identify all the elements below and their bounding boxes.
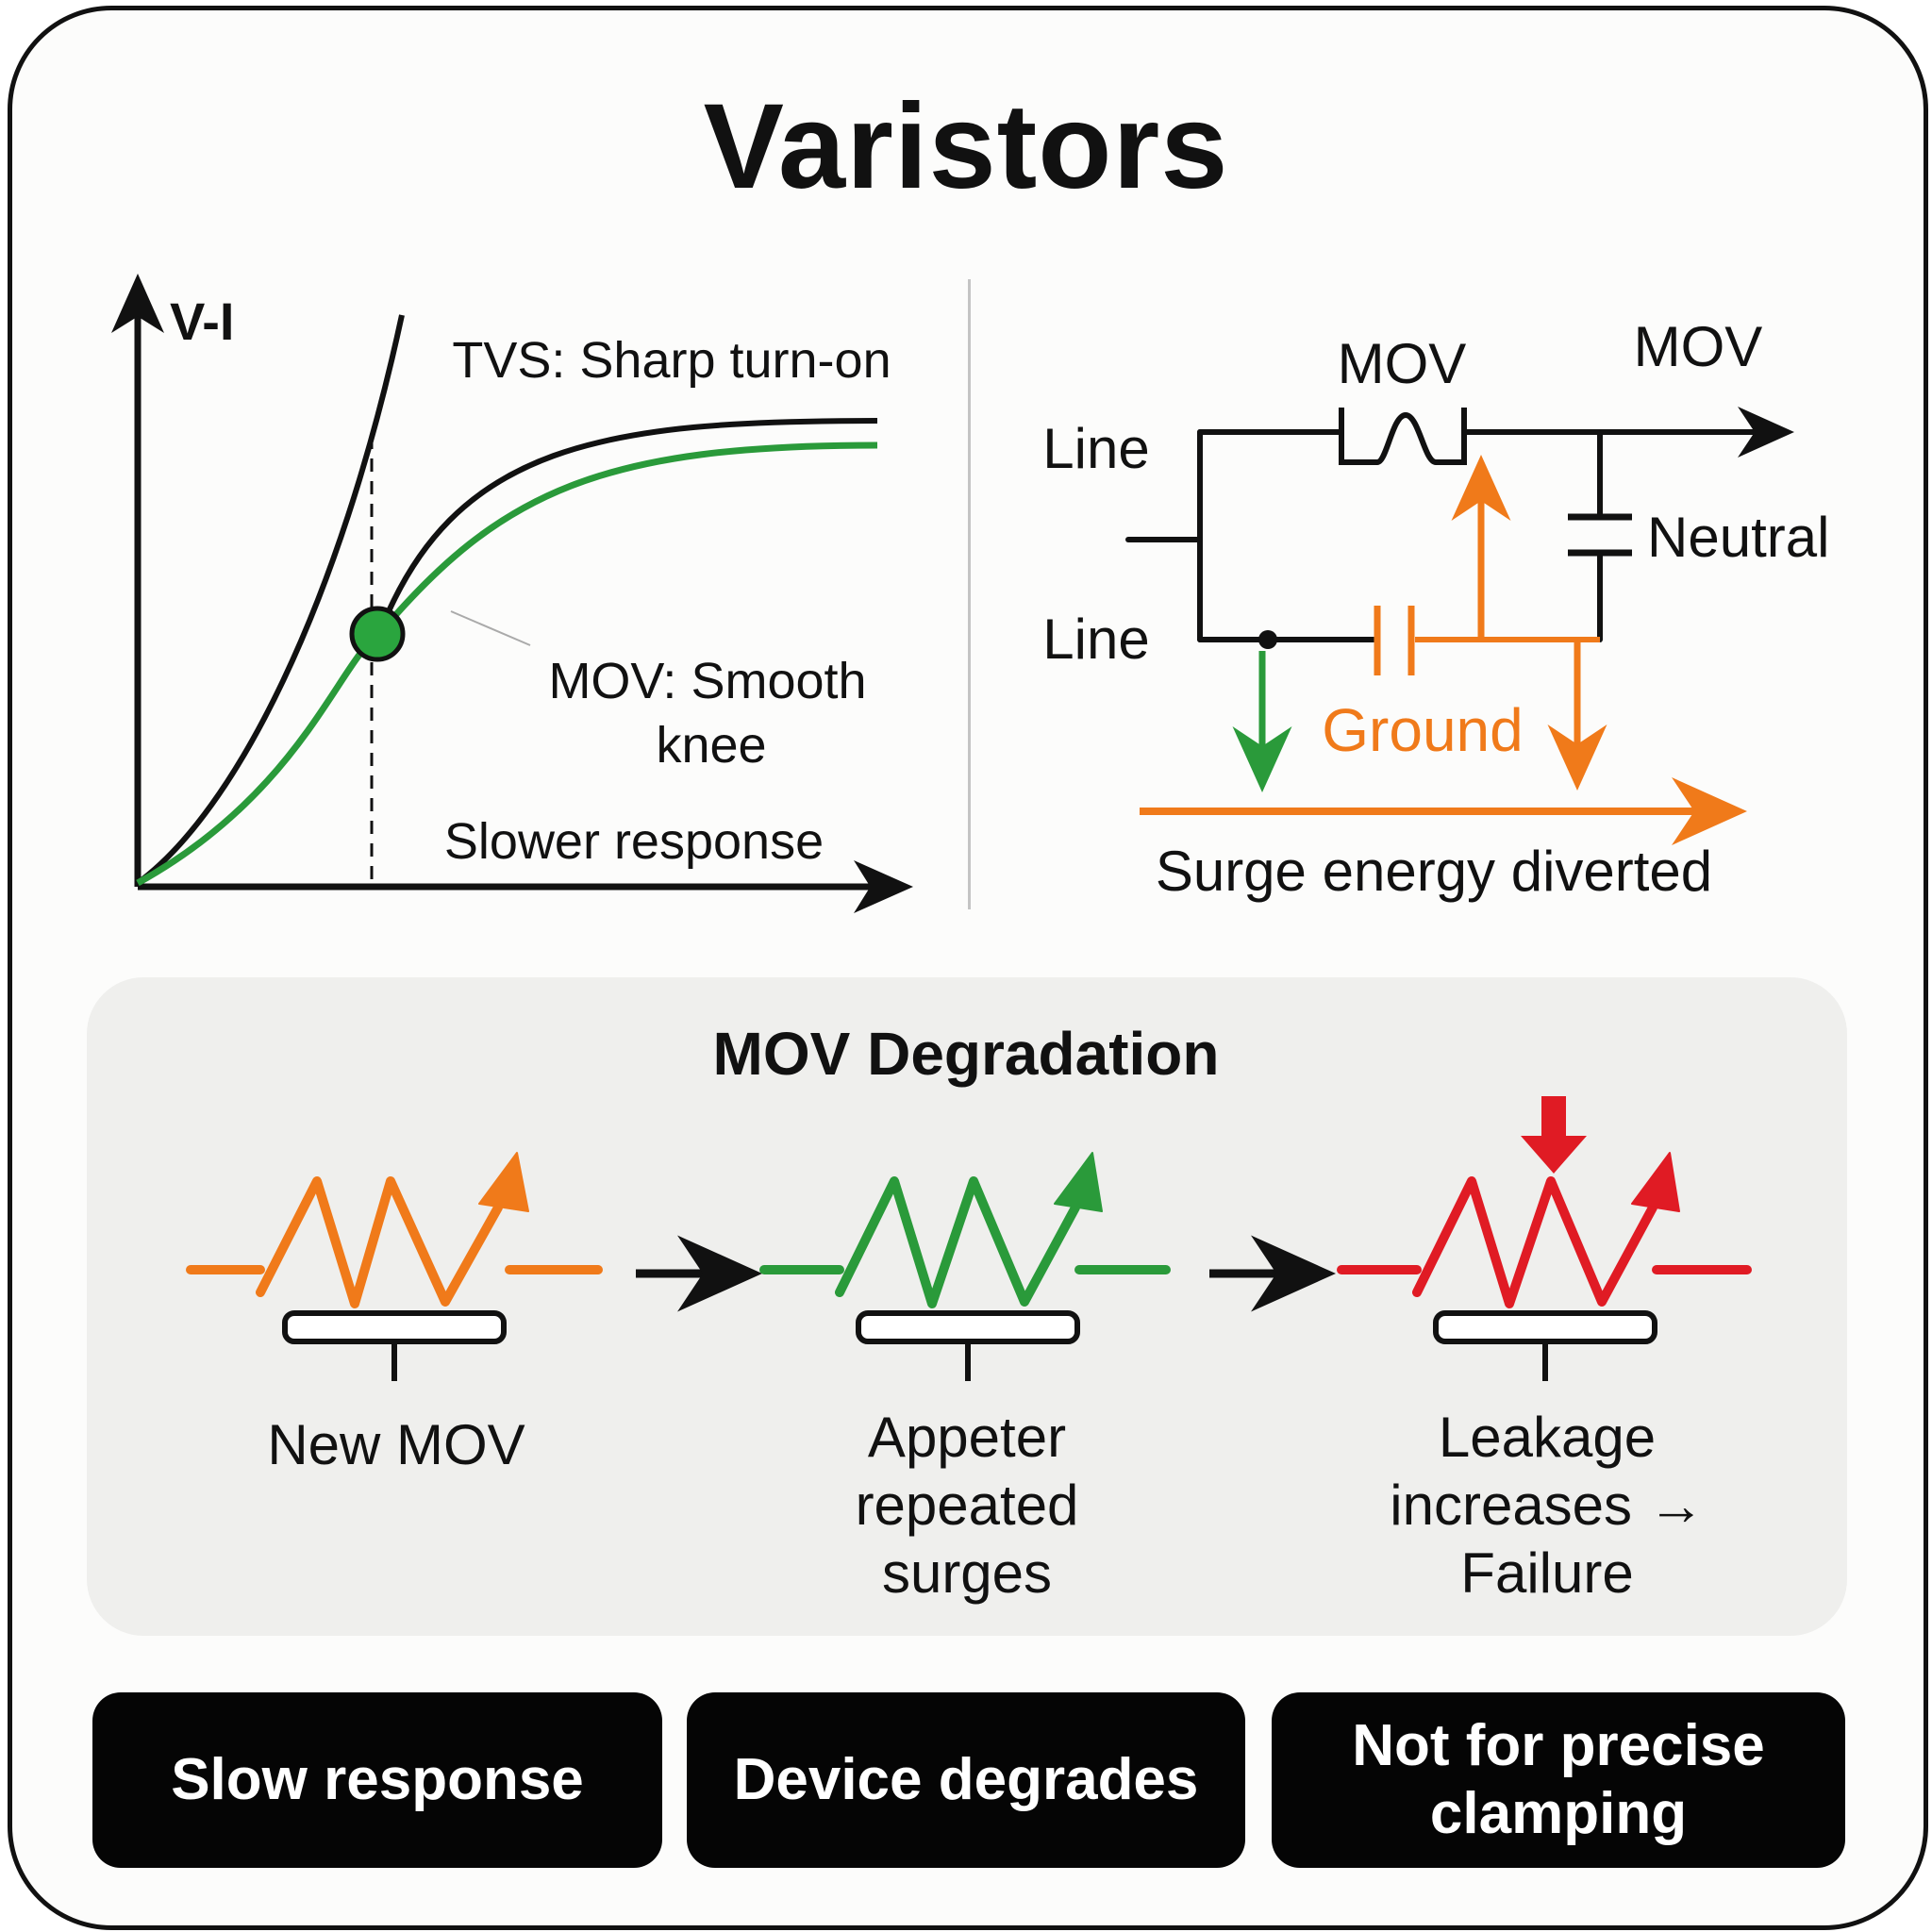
mov-callout-line xyxy=(450,610,531,646)
not-for-precise-clamping-button[interactable]: Not for precise clamping xyxy=(1272,1692,1845,1868)
slow-response-button[interactable]: Slow response xyxy=(92,1692,662,1868)
tvs-curve xyxy=(376,418,878,636)
mov-top-label: MOV xyxy=(1338,332,1467,395)
failure-down-arrow xyxy=(1521,1096,1587,1174)
mov-label-line2: knee xyxy=(656,717,766,774)
section-divider xyxy=(968,279,971,909)
degradation-panel xyxy=(87,977,1847,1636)
knee-point xyxy=(349,606,406,662)
ground-label: Ground xyxy=(1322,696,1523,764)
tvs-label: TVS: Sharp turn-on xyxy=(452,332,891,389)
tvs-steep-curve xyxy=(136,314,405,886)
vi-axis-label: V-I xyxy=(170,291,234,351)
failing-mov-symbol xyxy=(1337,1152,1752,1308)
device-degrades-button[interactable]: Device degrades xyxy=(687,1692,1245,1868)
stage-label-repeated-surges: Appeter repeated surges xyxy=(855,1406,1079,1605)
repeated-surges-plate xyxy=(856,1310,1080,1344)
stage-label-new-mov: New MOV xyxy=(267,1413,525,1476)
page-title: Varistors xyxy=(703,79,1229,214)
line-label-bottom: Line xyxy=(1042,608,1149,671)
repeated-surges-mov-symbol xyxy=(759,1152,1171,1308)
surge-circuit: MOV MOV Line Line Neutral Ground Surge e… xyxy=(1042,315,1829,903)
vi-chart: V-I TVS: Sharp turn-on MOV: Smooth knee … xyxy=(111,274,913,913)
stage-label-failure: Leakage increases → Failure xyxy=(1390,1406,1705,1605)
neutral-label: Neutral xyxy=(1647,506,1829,569)
degradation-stages xyxy=(186,1096,1752,1381)
new-mov-plate xyxy=(282,1310,507,1344)
degradation-title: MOV Degradation xyxy=(712,1020,1220,1088)
line-label-top: Line xyxy=(1042,417,1149,480)
failing-mov-plate xyxy=(1433,1310,1657,1344)
surge-energy-label: Surge energy diverted xyxy=(1156,840,1712,903)
mov-symbol xyxy=(1339,408,1467,465)
mov-curve xyxy=(136,441,878,887)
mov-label-line1: MOV: Smooth xyxy=(548,653,866,709)
mov-right-label: MOV xyxy=(1634,315,1763,378)
new-mov-symbol xyxy=(186,1152,603,1308)
junction-node xyxy=(1258,630,1277,649)
slower-response-label: Slower response xyxy=(444,813,824,870)
